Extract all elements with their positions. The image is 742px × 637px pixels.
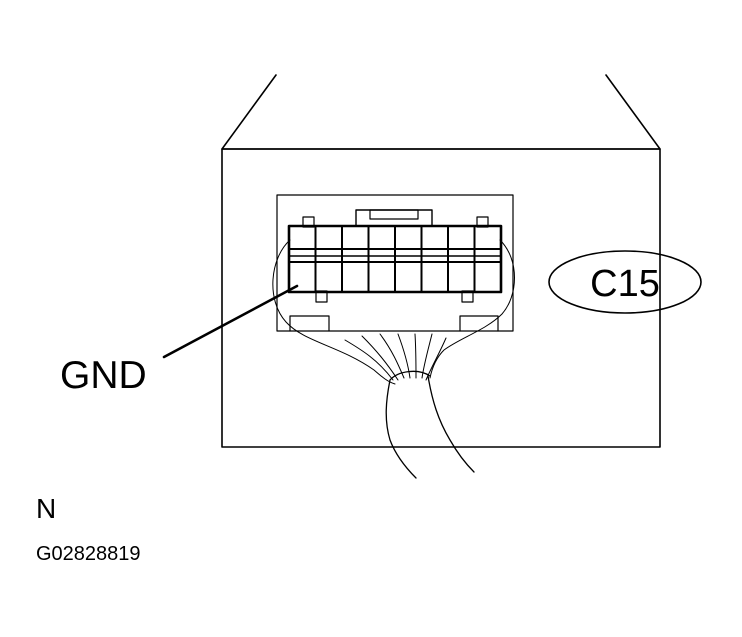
ground-label: GND — [60, 354, 147, 397]
wire-loop-left — [272, 239, 396, 385]
view-marker-label: N — [36, 493, 56, 524]
wire-harness-cable — [385, 370, 475, 479]
figure-code-label: G02828819 — [36, 543, 141, 565]
connector-id-label: C15 — [590, 263, 660, 305]
component-housing — [221, 148, 661, 448]
ground-leader-line — [162, 284, 299, 359]
mount-tab-right — [459, 315, 499, 332]
wire-loop-right — [429, 239, 515, 379]
connector-latch — [355, 209, 433, 227]
connector-id-ellipse — [548, 250, 702, 314]
housing-taper — [221, 74, 661, 150]
connector-body — [287, 224, 503, 294]
mount-tab-left — [289, 315, 330, 332]
